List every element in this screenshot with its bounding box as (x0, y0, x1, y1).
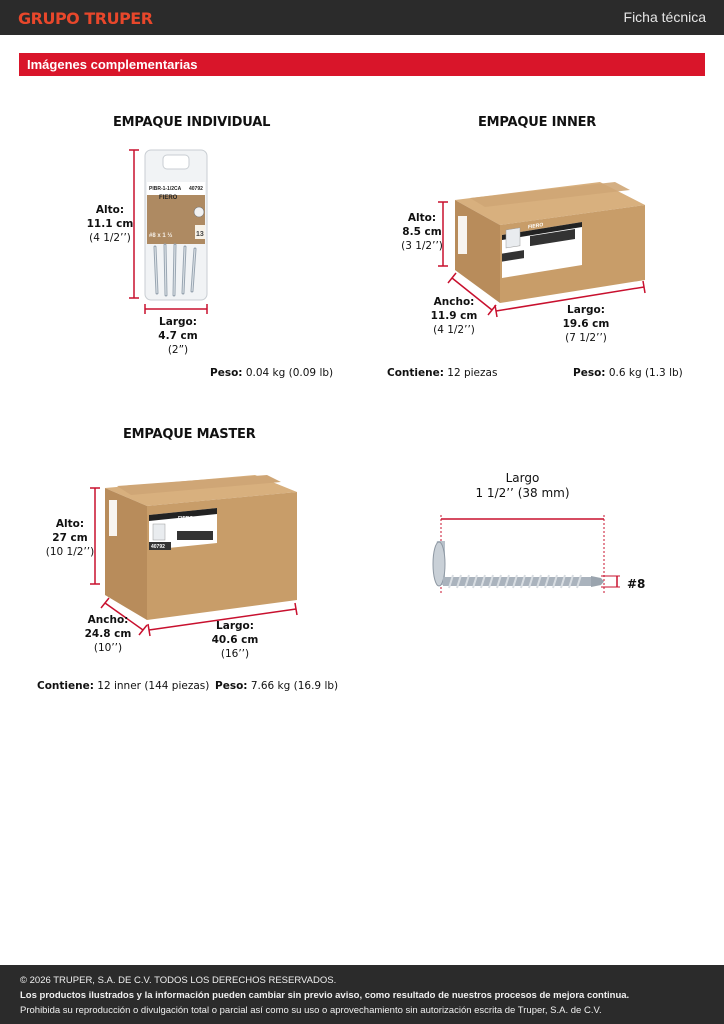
master-contiene: Contiene: 12 inner (144 piezas) (37, 680, 210, 692)
footer: © 2026 TRUPER, S.A. DE C.V. TODOS LOS DE… (0, 965, 724, 1024)
svg-text:40792: 40792 (189, 186, 203, 192)
inner-heading: EMPAQUE INNER (478, 115, 597, 130)
master-heading: EMPAQUE MASTER (123, 427, 256, 442)
svg-text:FIERO: FIERO (159, 195, 178, 201)
inner-largo-label: Largo: 19.6 cm (7 1/2’’) (562, 304, 610, 344)
svg-text:40792: 40792 (151, 544, 165, 550)
section-title: Imágenes complementarias (27, 57, 198, 72)
brand-logo: GRUPO TRUPER (18, 9, 153, 28)
individual-package-illustration: PIBR-1-1/2CA 40792 FIERO 13 #8 x 1 ½ (129, 149, 208, 314)
master-ancho-label: Ancho: 24.8 cm (10’’) (84, 614, 132, 654)
screw-largo-label: Largo 1 1/2’’ (38 mm) (475, 471, 570, 500)
master-box-illustration: FIERO 40792 (90, 475, 298, 637)
footer-copyright: © 2026 TRUPER, S.A. DE C.V. TODOS LOS DE… (20, 975, 337, 986)
svg-text:40792: 40792 (504, 266, 518, 274)
inner-ancho-label: Ancho: 11.9 cm (4 1/2’’) (430, 296, 478, 336)
individual-largo-label: Largo: 4.7 cm (2”) (158, 316, 198, 356)
inner-box-illustration: 40792 FIERO (438, 182, 646, 318)
svg-text:FIERO: FIERO (178, 516, 193, 522)
svg-text:13: 13 (196, 231, 204, 238)
inner-alto-label: Alto: 8.5 cm (3 1/2’’) (401, 212, 443, 252)
svg-text:PIBR-1-1/2CA: PIBR-1-1/2CA (149, 186, 182, 192)
footer-prohibition: Prohibida su reproducción o divulgación … (20, 1005, 602, 1016)
inner-contiene: Contiene: 12 piezas (387, 367, 498, 379)
top-bar: GRUPO TRUPER Ficha técnica (0, 0, 724, 35)
screw-illustration (432, 515, 620, 595)
inner-peso: Peso: 0.6 kg (1.3 lb) (573, 367, 683, 379)
section-title-bar: Imágenes complementarias (19, 53, 705, 76)
svg-text:#8 x 1 ½: #8 x 1 ½ (149, 232, 172, 239)
master-alto-label: Alto: 27 cm (10 1/2’’) (45, 518, 95, 558)
svg-text:FIERO: FIERO (528, 222, 543, 230)
document-title: Ficha técnica (623, 9, 706, 25)
individual-alto-label: Alto: 11.1 cm (4 1/2’’) (86, 204, 134, 244)
individual-heading: EMPAQUE INDIVIDUAL (113, 115, 271, 130)
screw-gauge-label: #8 (627, 577, 646, 591)
master-peso: Peso: 7.66 kg (16.9 lb) (215, 680, 339, 692)
master-largo-label: Largo: 40.6 cm (16’’) (211, 620, 259, 660)
footer-notice: Los productos ilustrados y la informació… (20, 990, 630, 1001)
individual-peso: Peso: 0.04 kg (0.09 lb) (210, 367, 334, 379)
